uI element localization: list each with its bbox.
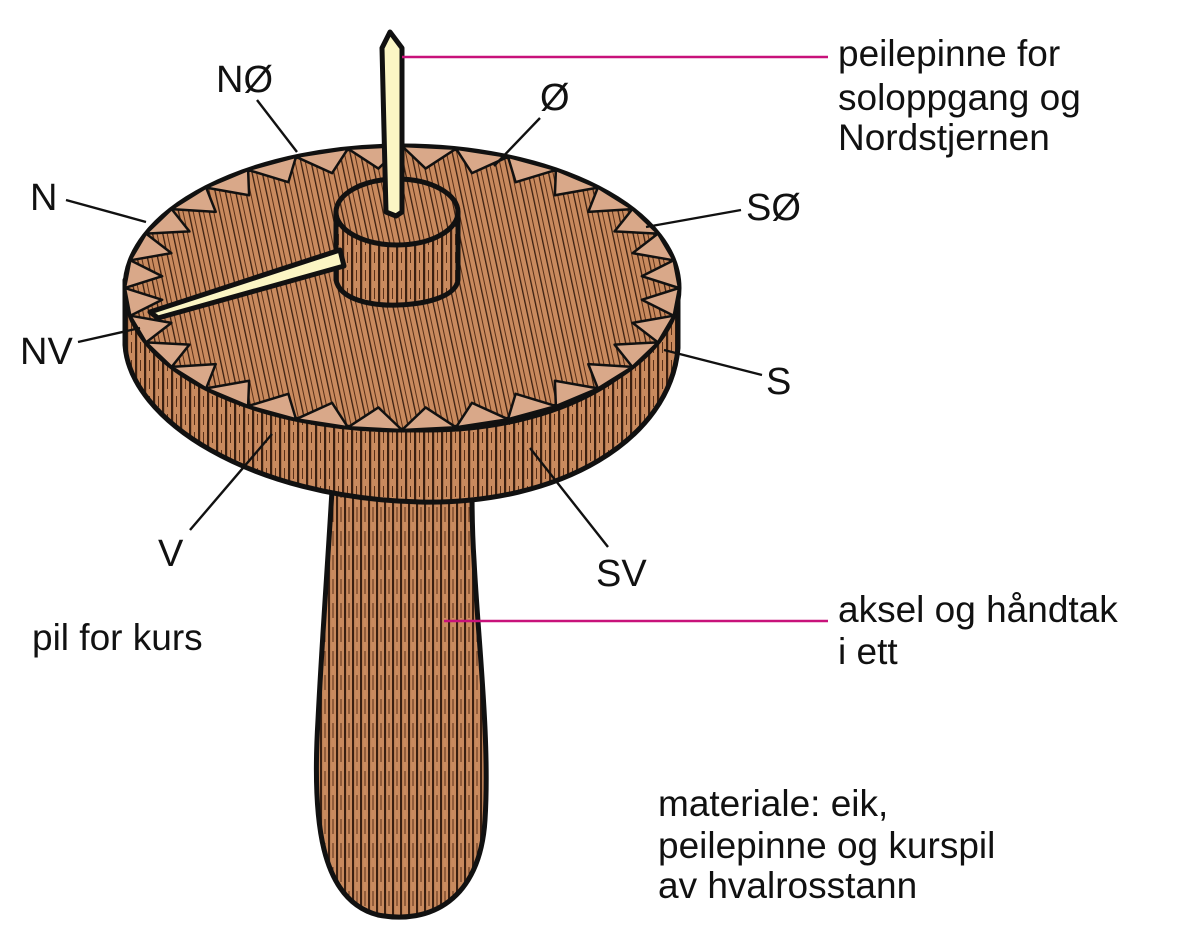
axle-label-line2: i ett [838,631,898,672]
material-line2: peilepinne og kurspil [658,825,995,866]
compass-notch [400,144,458,170]
compass-notch [506,155,558,184]
direction-label-v: V [158,533,184,575]
material-note: materiale: eik, peilepinne og kurspil av… [658,783,995,906]
direction-labels: NØ Ø N SØ NV S V SV [20,59,801,595]
pin-callout: peilepinne for soloppgang og Nordstjerne… [838,33,1081,158]
compass-notch [204,379,251,408]
compass-notch [144,207,191,235]
compass-notches [123,144,681,432]
compass-notch [170,362,217,390]
direction-label-so: SØ [746,187,801,229]
compass-notch [294,147,350,175]
compass-notch [454,401,510,429]
direction-leaders [65,99,763,548]
direction-label-nv: NV [20,331,73,373]
compass-notch [613,341,660,369]
compass-notch [204,168,251,197]
axle-label-line1: aksel og håndtak [838,589,1118,630]
compass-notch [640,259,681,290]
axle-callout: aksel og håndtak i ett [838,589,1118,672]
direction-label-s: S [766,361,791,403]
compass-notch [640,286,681,317]
compass-notch [170,186,217,214]
compass-notch [246,155,298,184]
compass-notch [129,232,173,262]
pin-label-line3: Nordstjernen [838,117,1050,158]
compass-notch [587,186,634,214]
pin-label-line2: soloppgang og [838,77,1081,118]
pin-label-line1: peilepinne for [838,33,1060,74]
compass-notch [506,392,558,421]
material-line3: av hvalrosstann [658,865,917,906]
compass-notch [631,232,675,262]
compass-notch [144,341,191,369]
sighting-pin [379,29,405,219]
material-line1: materiale: eik, [658,783,888,824]
compass-notch [587,362,634,390]
direction-label-o: Ø [540,77,570,119]
compass-notch [454,147,510,175]
compass-notch [631,314,675,344]
handle [313,487,489,920]
course-arrow [147,247,347,321]
direction-label-sv: SV [596,553,647,595]
compass-notch [553,168,600,197]
compass-notch [553,379,600,408]
compass-notch [294,401,350,429]
compass-notch [123,259,164,290]
direction-label-n: N [30,177,57,219]
compass-notch [400,406,458,432]
compass-notch [246,392,298,421]
arrow-label: pil for kurs [32,617,203,658]
direction-label-no: NØ [216,59,273,101]
compass-notch [346,406,404,432]
compass-notch [123,286,164,317]
